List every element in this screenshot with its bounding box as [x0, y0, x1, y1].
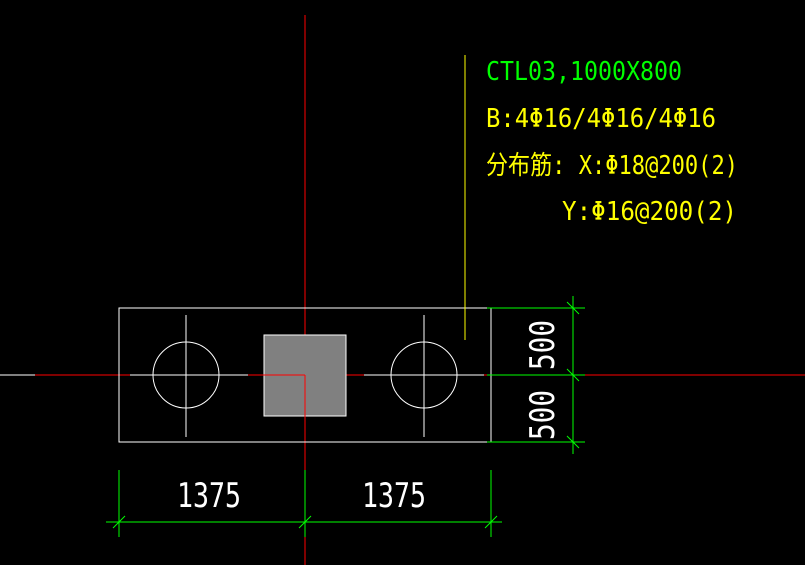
distribution-rebar-y-text: Y:Φ16@200(2): [562, 197, 737, 227]
dimension-left-text: 1375: [177, 476, 241, 516]
dimension-right-text: 1375: [362, 476, 426, 516]
dimension-lower-text: 500: [523, 390, 563, 440]
pile-right: [364, 315, 484, 437]
pile-left: [130, 315, 248, 437]
rebar-text: B:4Φ16/4Φ16/4Φ16: [486, 104, 716, 134]
cap-title-text: CTL03,1000X800: [486, 57, 682, 87]
distribution-rebar-x-text: 分布筋: X:Φ18@200(2): [486, 151, 738, 181]
dimension-upper-text: 500: [523, 320, 563, 370]
vertical-dimension: [487, 296, 585, 454]
horizontal-dimension: [106, 470, 502, 537]
